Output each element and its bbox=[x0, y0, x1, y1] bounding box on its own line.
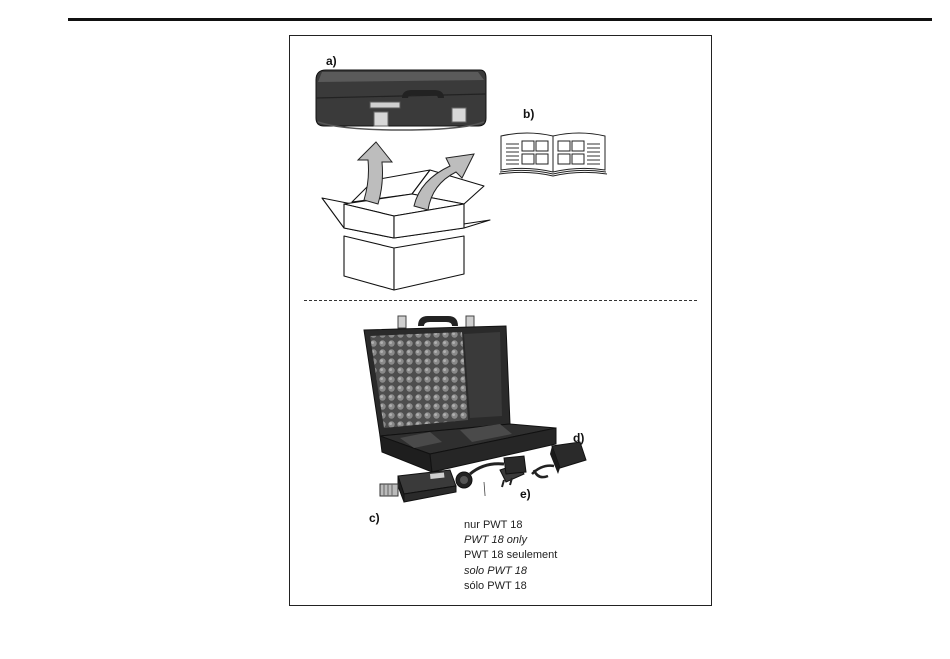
caption-line-de: nur PWT 18 bbox=[464, 518, 557, 533]
label-b: b) bbox=[523, 107, 534, 121]
transmitter-illustration bbox=[376, 468, 460, 508]
caption-line-it: solo PWT 18 bbox=[464, 564, 557, 579]
closed-case-illustration bbox=[312, 62, 492, 144]
open-box-illustration bbox=[312, 140, 512, 292]
availability-caption: nur PWT 18 PWT 18 only PWT 18 seulement … bbox=[464, 518, 557, 594]
section-divider bbox=[304, 300, 697, 301]
top-rule bbox=[68, 18, 932, 21]
caption-line-es: sólo PWT 18 bbox=[464, 579, 557, 594]
manual-illustration bbox=[497, 128, 609, 178]
label-c: c) bbox=[369, 511, 380, 525]
cable-connector-illustration bbox=[448, 452, 528, 496]
caption-line-fr: PWT 18 seulement bbox=[464, 548, 557, 563]
power-supply-illustration bbox=[528, 440, 588, 482]
caption-line-en: PWT 18 only bbox=[464, 533, 557, 548]
